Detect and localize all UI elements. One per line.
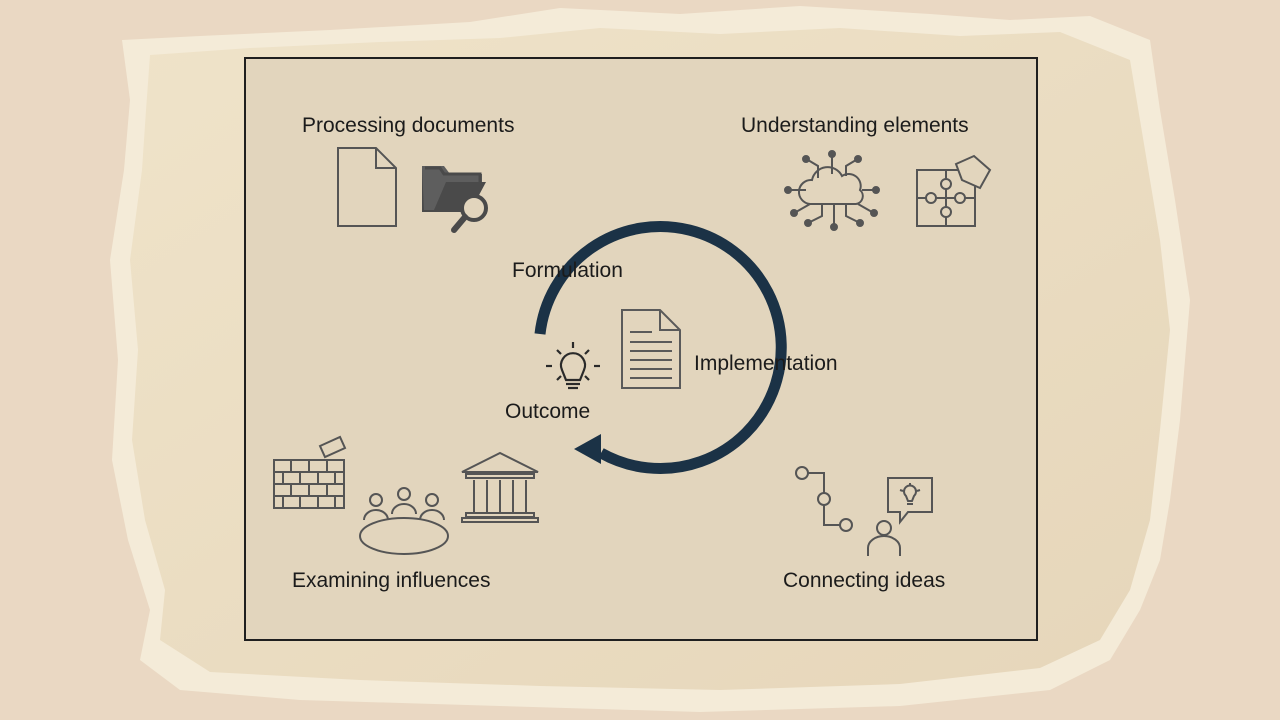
connected-nodes-icon (795, 466, 853, 532)
title-connecting-ideas: Connecting ideas (783, 569, 946, 592)
puzzle-icon (916, 154, 992, 227)
meeting-table-icon (359, 487, 449, 555)
file-icon (337, 147, 397, 227)
title-examining-influences: Examining influences (292, 569, 491, 592)
title-understanding-elements: Understanding elements (741, 114, 969, 137)
stage-outcome: Outcome (505, 400, 591, 423)
cycle-arrowhead (574, 434, 601, 464)
stage-formulation: Formulation (512, 259, 623, 282)
document-icon (621, 309, 681, 389)
brick-wall-icon (273, 435, 347, 509)
title-processing-documents: Processing documents (302, 114, 515, 137)
institution-icon (461, 451, 539, 523)
folder-search-icon (422, 166, 488, 233)
cloud-network-icon (784, 150, 880, 231)
lightbulb-icon (546, 342, 600, 390)
person-idea-icon (867, 477, 933, 556)
cycle-arrow (534, 221, 787, 474)
stage-implementation: Implementation (694, 352, 838, 375)
